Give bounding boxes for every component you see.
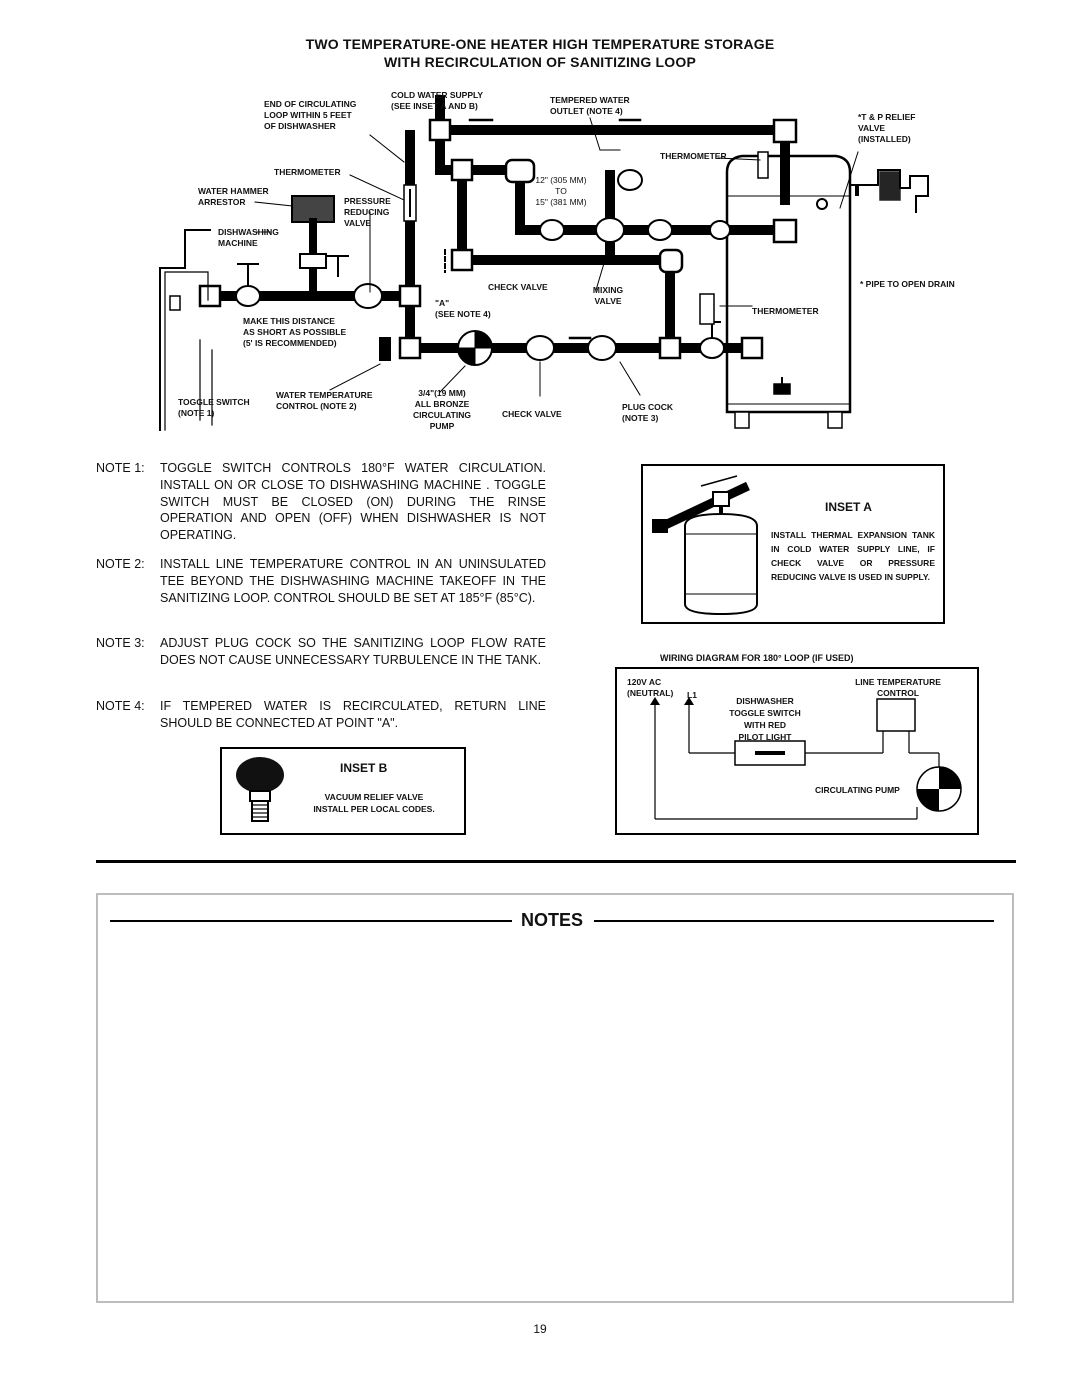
label-end-of-circulating: END OF CIRCULATING LOOP WITHIN 5 FEET OF… (264, 99, 357, 131)
note-text: INSTALL LINE TEMPERATURE CONTROL IN AN U… (160, 557, 546, 605)
wiring-l1: L1 (687, 690, 697, 700)
notes-rule-right (594, 920, 994, 922)
label-thermometer-left: THERMOMETER (274, 167, 341, 177)
label-water-hammer: WATER HAMMER ARRESTOR (198, 186, 269, 207)
note-number: NOTE 1: (96, 461, 145, 475)
label-tp-relief: *T & P RELIEF VALVE (INSTALLED) (858, 112, 916, 144)
inset-a-text: INSTALL THERMAL EXPANSION TANK IN COLD W… (771, 530, 935, 582)
label-plug-cock: PLUG COCK (NOTE 3) (622, 402, 673, 423)
label-thermometer-top: THERMOMETER (660, 151, 727, 161)
page-subtitle: WITH RECIRCULATION OF SANITIZING LOOP (383, 54, 696, 70)
label-pipe-to-drain: * PIPE TO OPEN DRAIN (860, 279, 955, 289)
label-distance: 12" (305 mm) TO 15" (381 mm) (535, 175, 587, 207)
label-pressure-reducing: PRESSURE REDUCING VALVE (344, 196, 391, 228)
inset-a-title: INSET A (825, 500, 872, 514)
wiring-title: WIRING DIAGRAM FOR 180° LOOP (IF USED) (660, 653, 854, 663)
plumbing-diagram (159, 95, 929, 431)
wiring-schematic (650, 697, 962, 820)
notes-rule-left (110, 920, 512, 922)
note-1: NOTE 1: TOGGLE SWITCH CONTROLS 180°F WAT… (96, 460, 546, 544)
wiring-source: 120V AC (NEUTRAL) (627, 677, 674, 698)
note-text: IF TEMPERED WATER IS RECIRCULATED, RETUR… (160, 699, 546, 730)
note-text: ADJUST PLUG COCK SO THE SANITIZING LOOP … (160, 636, 546, 667)
wiring-control: LINE TEMPERATURE CONTROL (855, 677, 941, 698)
label-pump: 3/4"(19 mm) ALL BRONZE CIRCULATING PUMP (413, 388, 471, 431)
label-tempered-water: TEMPERED WATER OUTLET (NOTE 4) (550, 95, 630, 116)
note-3: NOTE 3: ADJUST PLUG COCK SO THE SANITIZI… (96, 635, 546, 687)
label-check-valve-top: CHECK VALVE (488, 282, 548, 292)
vacuum-relief-valve-illustration (236, 757, 284, 822)
inset-a: INSET A INSTALL THERMAL EXPANSION TANK I… (641, 464, 945, 624)
page-title: TWO TEMPERATURE-ONE HEATER HIGH TEMPERAT… (305, 36, 775, 52)
expansion-tank-illustration (652, 475, 758, 616)
note-text: TOGGLE SWITCH CONTROLS 180°F WATER CIRCU… (160, 461, 546, 543)
label-mixing-valve: MIXING VALVE (592, 285, 624, 306)
note-number: NOTE 4: (96, 699, 145, 713)
wiring-pump: CIRCULATING PUMP (815, 785, 900, 795)
label-make-distance: MAKE THIS DISTANCE AS SHORT AS POSSIBLE … (243, 316, 347, 348)
label-toggle-switch: TOGGLE SWITCH (NOTE 1) (178, 397, 250, 418)
inset-b-title: INSET B (340, 761, 388, 775)
label-cold-water-supply: COLD WATER SUPPLY (SEE INSET A AND B) (391, 90, 484, 111)
wiring-switch: DISHWASHER TOGGLE SWITCH WITH RED PILOT … (729, 696, 801, 742)
notes-panel (96, 893, 1014, 1303)
note-number: NOTE 2: (96, 557, 145, 571)
inset-b: INSET B VACUUM RELIEF VALVE INSTALL PER … (220, 747, 466, 835)
label-dishwashing-machine: DISHWASHING MACHINE (218, 227, 279, 248)
notes-title: NOTES (520, 910, 583, 930)
label-water-temperature: WATER TEMPERATURE CONTROL (NOTE 2) (276, 390, 373, 411)
page-number: 19 (533, 1322, 547, 1336)
label-thermometer-right: THERMOMETER (752, 306, 819, 316)
note-number: NOTE 3: (96, 636, 145, 650)
section-divider (96, 860, 1016, 863)
inset-b-text: VACUUM RELIEF VALVE INSTALL PER LOCAL CO… (313, 792, 435, 814)
note-4: NOTE 4: IF TEMPERED WATER IS RECIRCULATE… (96, 698, 546, 734)
note-2: NOTE 2: INSTALL LINE TEMPERATURE CONTROL… (96, 556, 546, 624)
label-point-a: "A" (SEE NOTE 4) (435, 298, 491, 319)
wiring-diagram: 120V AC (NEUTRAL) L1 DISHWASHER TOGGLE S… (615, 667, 979, 835)
label-check-valve-bottom: CHECK VALVE (502, 409, 562, 419)
